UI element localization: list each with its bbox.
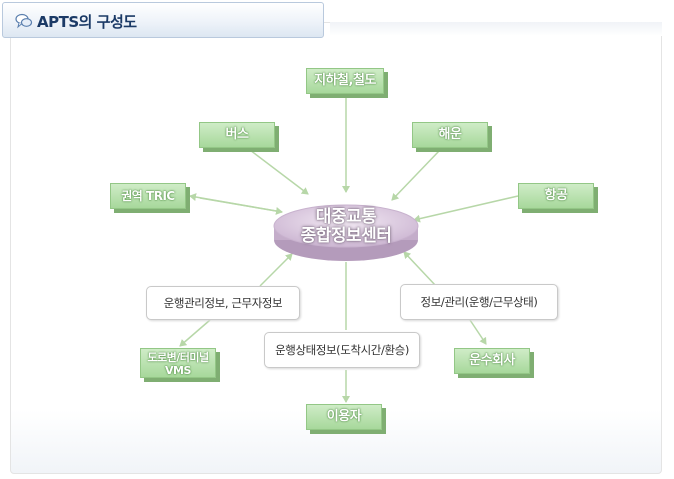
- node-ship-label: 해운: [438, 127, 462, 142]
- arrow-air: [413, 195, 519, 223]
- node-air-label: 항공: [544, 188, 568, 203]
- node-ship: 해운: [412, 122, 488, 148]
- node-vms-line2: VMS: [165, 364, 191, 377]
- label-right-info: 정보/관리(운행/근무상태): [400, 284, 558, 320]
- node-air: 항공: [518, 183, 594, 209]
- label-left-info: 운행관리정보, 근무자정보: [146, 286, 300, 320]
- arrow-bus: [249, 149, 309, 195]
- arrow-right-info-down: [469, 319, 487, 345]
- center-node: 대중교통 종합정보센터: [284, 208, 408, 246]
- center-line1: 대중교통: [315, 207, 377, 227]
- node-operator: 운수회사: [454, 348, 530, 374]
- label-left-info-text: 운행관리정보, 근무자정보: [163, 296, 283, 310]
- speech-bubble-icon: [15, 13, 33, 29]
- frame-top-shade: [330, 22, 662, 36]
- arrow-right-info-up: [403, 251, 437, 287]
- node-vms-line1: 도로변/터미널: [147, 351, 209, 364]
- center-disc: [273, 204, 419, 261]
- node-bus-label: 버스: [225, 127, 249, 142]
- node-user: 이용자: [306, 404, 382, 430]
- arrow-ship: [391, 149, 441, 201]
- node-subway-label: 지하철,철도: [314, 73, 376, 88]
- node-vms: 도로변/터미널 VMS: [140, 348, 216, 378]
- node-tric-label: 권역 TRIC: [121, 189, 175, 203]
- node-tric: 권역 TRIC: [110, 183, 186, 209]
- label-bottom-info: 운행상태정보(도착시간/환승): [264, 332, 420, 368]
- center-line2: 종합정보센터: [300, 226, 392, 246]
- arrow-left-info-down: [179, 319, 211, 347]
- node-user-label: 이용자: [326, 409, 362, 424]
- label-bottom-info-text: 운행상태정보(도착시간/환승): [275, 343, 409, 357]
- title-tab: APTS의 구성도: [2, 2, 324, 38]
- node-operator-label: 운수회사: [469, 353, 515, 368]
- label-right-info-text: 정보/관리(운행/근무상태): [420, 295, 538, 309]
- node-bus: 버스: [199, 122, 275, 148]
- node-subway: 지하철,철도: [306, 68, 384, 94]
- arrow-center-to-tric: [189, 193, 283, 213]
- page-title: APTS의 구성도: [37, 13, 137, 31]
- arrow-left-info-up: [259, 253, 293, 287]
